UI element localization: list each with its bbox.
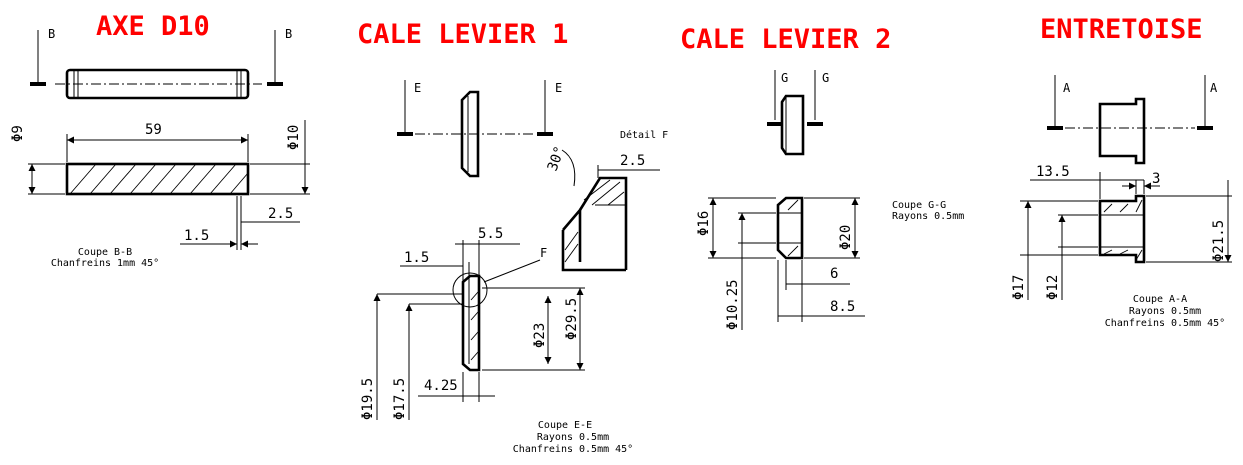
axe-section-body	[65, 162, 250, 196]
cale1-note-3: Chanfreins 0.5mm 45°	[513, 444, 633, 455]
cale2-dim-dia-10-25: Φ10.25	[725, 279, 741, 330]
cale1-detail-label: Détail F	[620, 129, 668, 141]
axe-dim-groove-width: 2.5	[268, 206, 293, 222]
cale1-detail-dim: 2.5	[620, 153, 645, 169]
cale2-dim-dia-20: Φ20	[838, 225, 854, 250]
axe-note-2: Chanfreins 1mm 45°	[51, 258, 159, 269]
cale1-note-1: Coupe E-E	[538, 420, 592, 431]
axe-dim-length: 59	[145, 122, 162, 138]
cale1-section	[461, 274, 481, 372]
entretoise-dim-dia-17: Φ17	[1011, 275, 1027, 300]
entretoise-dim-dia-12: Φ12	[1045, 275, 1061, 300]
cale1-cut-label-left: E	[414, 81, 421, 95]
cale1-dim-dia-19-5: Φ19.5	[360, 378, 376, 420]
entretoise-dim-length: 13.5	[1036, 164, 1070, 180]
axe-dim-dia-left: Φ9	[10, 125, 26, 142]
cale1-dim-dia-23: Φ23	[532, 323, 548, 348]
axe-cut-label-right: B	[285, 27, 292, 41]
axe-dim-groove-depth: 1.5	[184, 228, 209, 244]
cale1-side-view	[460, 90, 480, 178]
axe-section-hatching	[69, 163, 249, 195]
cale2-cut-label-right: G	[822, 71, 829, 85]
entretoise-section	[1098, 194, 1146, 264]
cale2-section	[776, 196, 804, 260]
entretoise-note-3: Chanfreins 0.5mm 45°	[1105, 318, 1225, 329]
cale2-note-2: Rayons 0.5mm	[892, 211, 964, 222]
entretoise-title: ENTRETOISE	[1040, 14, 1203, 45]
cale1-dim-dia-17-5: Φ17.5	[392, 378, 408, 420]
entretoise-side-view	[1098, 97, 1146, 165]
entretoise-cut-label-right: A	[1210, 81, 1218, 95]
cale2-title: CALE LEVIER 2	[680, 24, 891, 55]
cale1-cut-label-right: E	[555, 81, 562, 95]
cale1-detail-angle: 30°	[545, 144, 569, 173]
cale1-dim-bottom: 4.25	[424, 378, 458, 394]
entretoise-note-2: Rayons 0.5mm	[1129, 306, 1201, 317]
cale-levier-1-drawing: CALE LEVIER 1 E E Détail F 30° 2.5	[357, 19, 668, 455]
entretoise-dim-dia-21-5: Φ21.5	[1211, 220, 1227, 262]
cale1-dim-top-width: 5.5	[478, 226, 503, 242]
axe-dim-dia-right: Φ10	[286, 125, 302, 150]
axe-cut-label-left: B	[48, 27, 55, 41]
cale2-dim-w6: 6	[830, 266, 838, 282]
cale1-detail-view	[561, 176, 628, 272]
cale2-note-1: Coupe G-G	[892, 200, 946, 211]
cale1-dim-top-small: 1.5	[404, 250, 429, 266]
cale-levier-2-drawing: CALE LEVIER 2 G G Φ16 Φ10.25 Φ20	[680, 24, 964, 330]
entretoise-note-1: Coupe A-A	[1133, 294, 1187, 305]
entretoise-drawing: ENTRETOISE A A 13.5 3 Φ17	[1011, 14, 1232, 329]
cale2-cut-label-left: G	[781, 71, 788, 85]
entretoise-cut-label-left: A	[1063, 81, 1071, 95]
cale2-dim-dia-16: Φ16	[696, 211, 712, 236]
cale1-detail-callout: F	[540, 246, 547, 260]
axe-note-1: Coupe B-B	[78, 247, 132, 258]
cale1-detail-circle	[452, 272, 488, 308]
axe-title: AXE D10	[96, 11, 210, 42]
entretoise-dim-flange: 3	[1152, 171, 1160, 187]
cale1-dim-dia-29-5: Φ29.5	[564, 298, 580, 340]
cale2-dim-w8-5: 8.5	[830, 299, 855, 315]
axe-d10-drawing: AXE D10 B B 59	[10, 11, 310, 269]
cale2-side-view	[780, 94, 805, 156]
cale1-note-2: Rayons 0.5mm	[537, 432, 609, 443]
axe-body	[65, 68, 250, 100]
cale1-title: CALE LEVIER 1	[357, 19, 568, 50]
